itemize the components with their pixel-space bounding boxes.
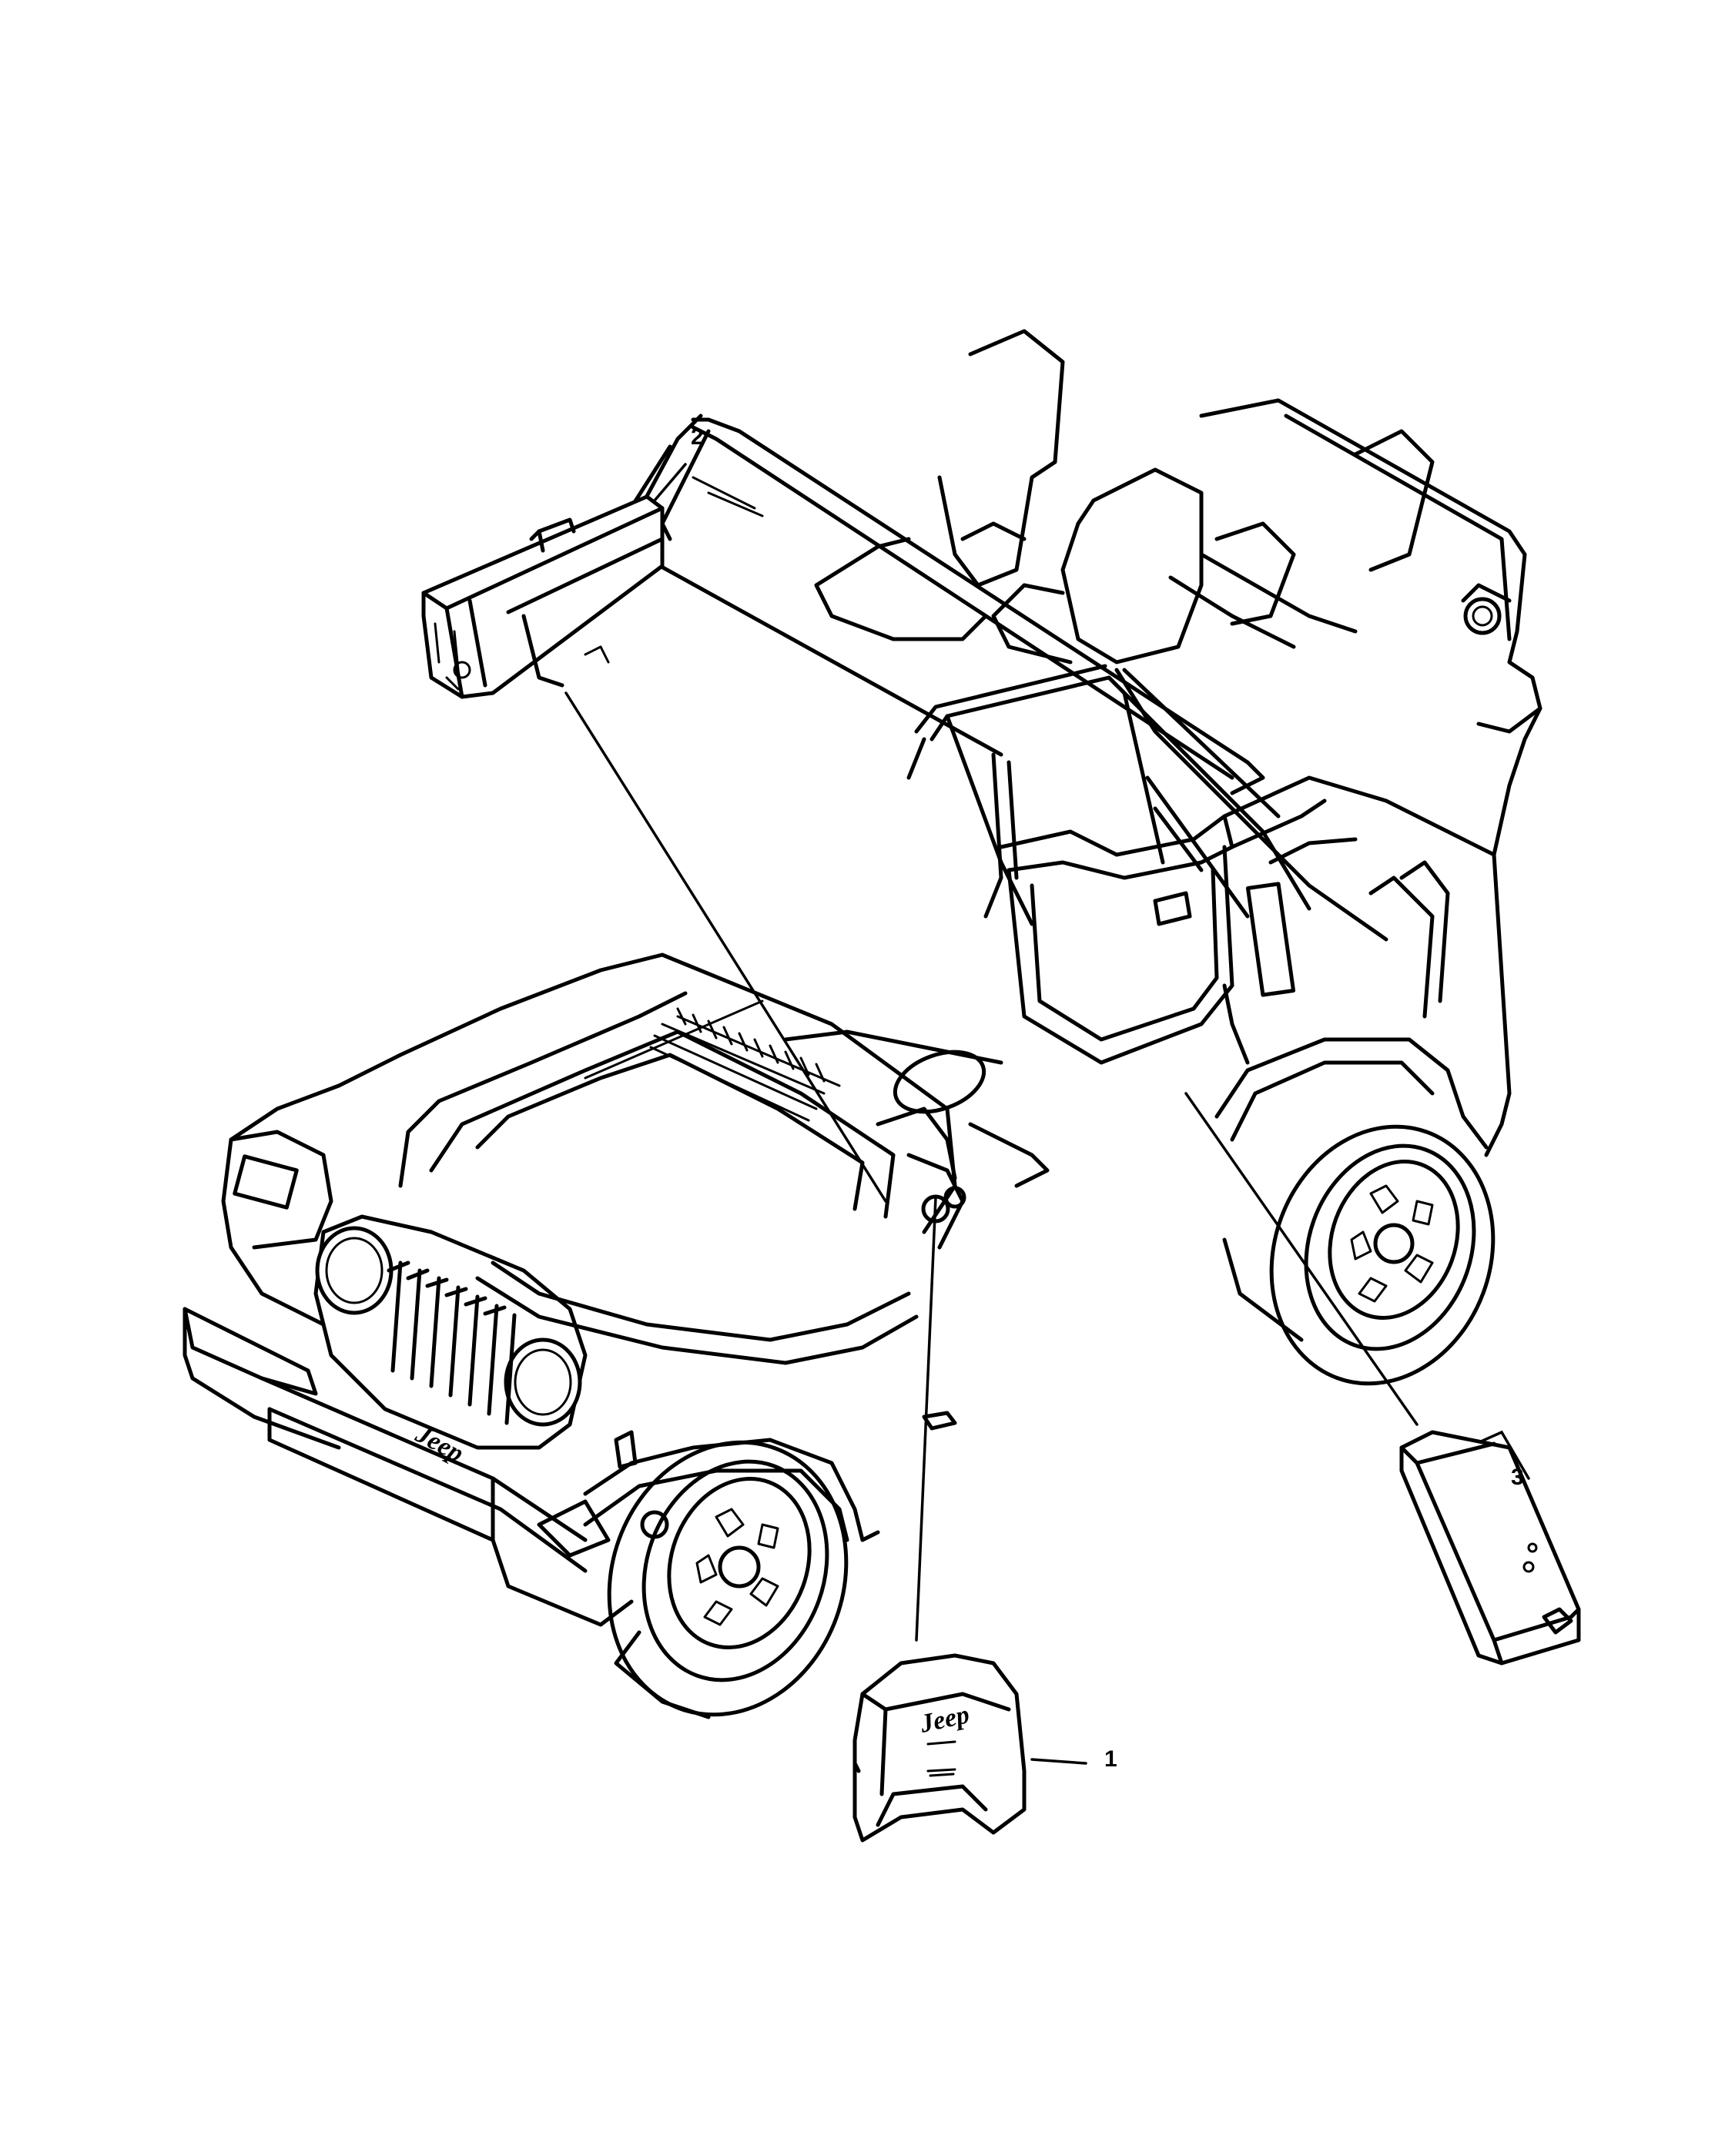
leader-lines (564, 463, 1530, 1765)
leader-line-part-1 (915, 1196, 937, 1642)
occupant-restraint-controller-icon (1399, 1430, 1581, 1666)
callout-leader-2 (653, 463, 687, 502)
callout-2: 2 (691, 424, 704, 450)
windshield-frame (598, 413, 1265, 919)
callout-1: 1 (1104, 1746, 1117, 1772)
leader-line-part-3 (1184, 1092, 1419, 1426)
vehicle-illustration: Jeep (183, 329, 1542, 1719)
rear-wheel (1214, 1037, 1496, 1386)
hood-vents (649, 1007, 841, 1122)
rear-corner (1484, 706, 1542, 1157)
front-wheel (583, 1438, 880, 1719)
body-side (1222, 775, 1496, 1065)
hood (337, 952, 966, 1365)
passenger-airbag-module-icon (421, 494, 665, 699)
driver-airbag-module-icon: Jeep (852, 1653, 1027, 1843)
grille: Jeep (313, 1214, 588, 1468)
grille-logo: Jeep (410, 1419, 468, 1468)
dashboard (783, 1029, 1050, 1188)
callout-3: 3 (1511, 1465, 1524, 1490)
rear-body (1168, 398, 1542, 734)
leader-line-part-2 (564, 691, 887, 1203)
front-end: Jeep (183, 1083, 957, 1627)
callout-leader-1 (1030, 1758, 1087, 1765)
front-seats (814, 329, 1435, 665)
door (999, 814, 1234, 1065)
